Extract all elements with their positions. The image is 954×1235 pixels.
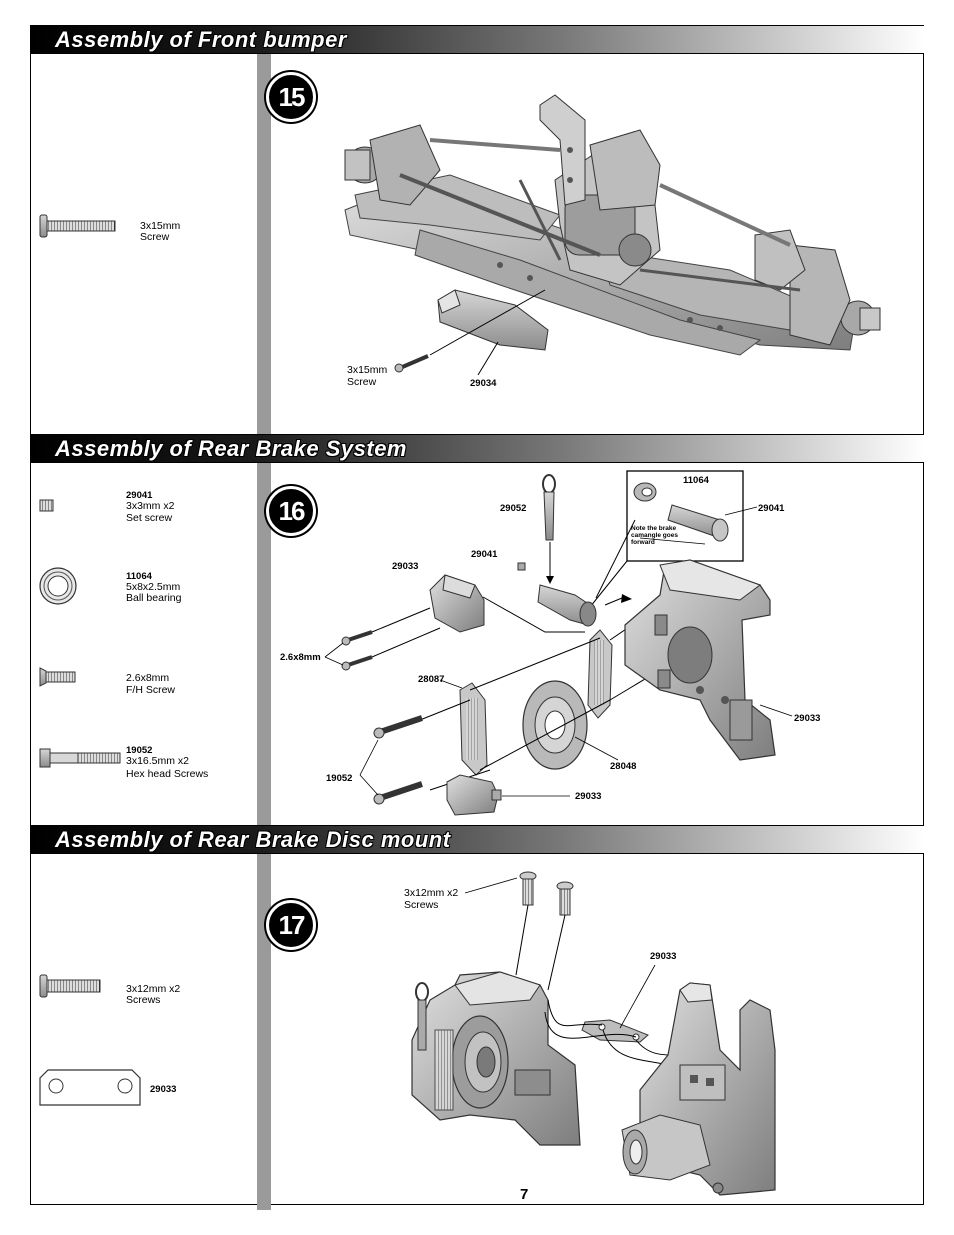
brake-disc-mount-illustration xyxy=(411,871,776,1196)
part-code-label: 19052 xyxy=(126,745,153,756)
part-size-label: 3x3mm x2 xyxy=(126,500,175,512)
callout-screw-desc: Screw xyxy=(347,376,377,388)
rear-brake-exploded-illustration xyxy=(324,470,793,816)
callout-set-screw: 29041 xyxy=(471,549,498,560)
callout-fh-screws: 2.6x8mm xyxy=(280,652,321,663)
screw-3x12-icon xyxy=(39,974,101,998)
part-desc-label: Hex head Screws xyxy=(126,768,209,780)
page-number: 7 xyxy=(520,1186,529,1203)
ball-bearing-icon xyxy=(39,567,77,605)
part-desc-label: F/H Screw xyxy=(126,684,176,696)
column-divider xyxy=(257,463,271,825)
callout-screws: 3x12mm x2 Screws xyxy=(404,887,459,911)
section-header-front-bumper: Assembly of Front bumper xyxy=(31,25,924,54)
callout-brake-disc: 28048 xyxy=(610,761,637,772)
part-desc-label: Ball bearing xyxy=(126,592,182,604)
section-header-rear-brake-system: Assembly of Rear Brake System xyxy=(31,434,924,463)
callout-caliper-bottom: 29033 xyxy=(575,791,602,802)
fh-screw-icon xyxy=(39,667,76,687)
part-size-label: 5x8x2.5mm xyxy=(126,581,181,593)
step-number-16: 16 xyxy=(266,486,316,536)
plate-29033-icon xyxy=(39,1069,141,1106)
section-title: Assembly of Rear Brake System xyxy=(55,436,407,461)
section-header-rear-brake-disc-mount: Assembly of Rear Brake Disc mount xyxy=(31,825,924,854)
column-divider xyxy=(257,854,271,1210)
part-size-label: 3x12mm x2 xyxy=(126,983,181,995)
part-desc-label: Screws xyxy=(126,994,161,1006)
part-desc-label: Set screw xyxy=(126,512,173,524)
part-size-label: 2.6x8mm xyxy=(126,672,170,684)
set-screw-icon xyxy=(39,499,54,512)
callout-note: Note the brake camangle goes forward xyxy=(631,525,678,546)
step-number-17: 17 xyxy=(266,900,316,950)
part-size-label: 3x16.5mm x2 xyxy=(126,755,190,767)
part-code-label: 11064 xyxy=(126,571,152,582)
column-divider xyxy=(257,54,271,434)
section-title: Assembly of Rear Brake Disc mount xyxy=(55,827,451,852)
callout-brake-pad: 28087 xyxy=(418,674,445,685)
callout-screw-size: 3x15mm xyxy=(347,364,388,376)
callout-bumper-part: 29034 xyxy=(470,378,497,389)
step-number-15: 15 xyxy=(266,72,316,122)
part-desc-label: Screw xyxy=(140,231,170,243)
part-code-label: 29033 xyxy=(150,1084,177,1095)
screw-3x15-icon xyxy=(39,214,116,238)
section-title: Assembly of Front bumper xyxy=(55,27,347,52)
callout-bearing: 11064 xyxy=(683,475,709,486)
callout-set-screw-inset: 29041 xyxy=(758,503,785,514)
callout-plate: 29033 xyxy=(650,951,677,962)
callout-caliper-top: 29033 xyxy=(392,561,419,572)
front-chassis-illustration xyxy=(344,94,881,376)
callout-brake-lever: 29052 xyxy=(500,503,527,514)
part-size-label: 3x15mm xyxy=(140,220,181,232)
hex-head-screw-icon xyxy=(39,748,121,768)
part-code-label: 29041 xyxy=(126,490,153,501)
callout-housing: 29033 xyxy=(794,713,821,724)
callout-hex-screws: 19052 xyxy=(326,773,353,784)
